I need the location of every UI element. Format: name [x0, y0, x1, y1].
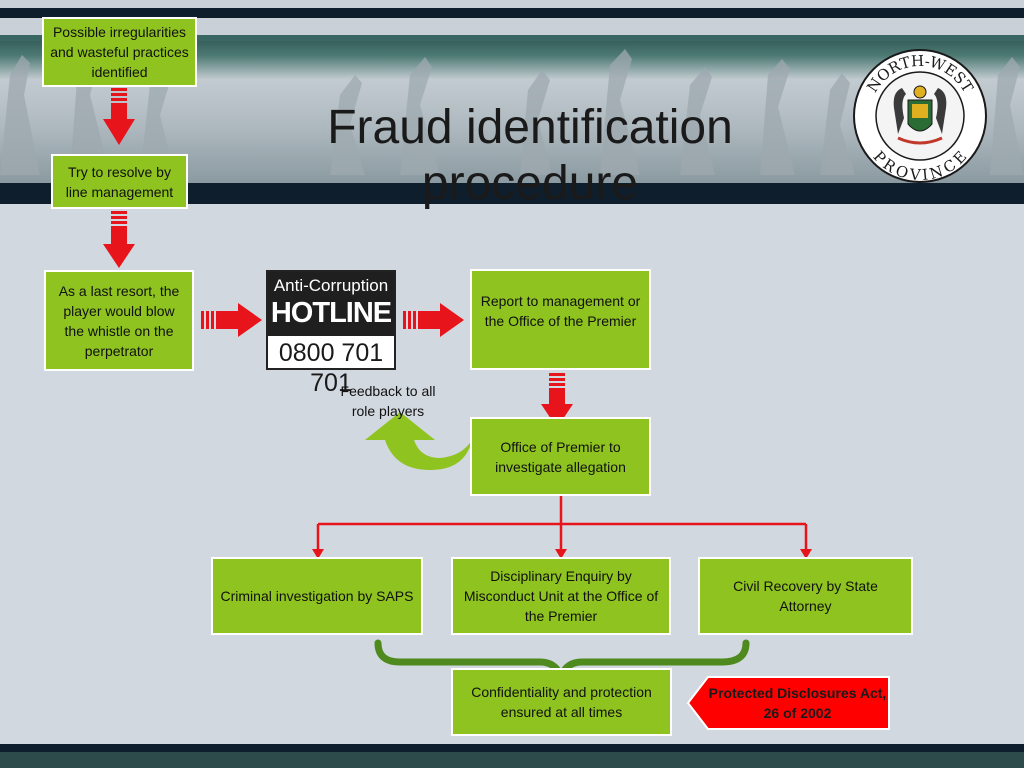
arrow-down-3: [541, 373, 573, 428]
hotline-number: 0800 701 701: [278, 339, 384, 397]
bottom-dark-line: [0, 744, 1024, 752]
step-confidentiality: Confidentiality and protection ensured a…: [451, 668, 672, 736]
step-line-management: Try to resolve by line management: [51, 154, 188, 209]
arrow-down-2: [103, 211, 135, 268]
hotline-header: Anti-Corruption HOTLINE: [268, 272, 394, 336]
giraffe-silhouettes: [0, 47, 1024, 175]
page-title: Fraud identification procedure: [327, 101, 733, 210]
arrow-right-1: [201, 303, 262, 337]
north-west-province-seal: NORTH-WEST PROVINCE: [853, 49, 987, 184]
step-investigate: Office of Premier to investigate allegat…: [470, 417, 651, 496]
step-civil: Civil Recovery by State Attorney: [698, 557, 913, 635]
bottom-band: [0, 752, 1024, 768]
feedback-label: Feedback to all role players: [340, 383, 436, 419]
step-disciplinary: Disciplinary Enquiry by Misconduct Unit …: [451, 557, 671, 635]
step-irregularities: Possible irregularities and wasteful pra…: [42, 17, 197, 87]
arrow-right-2: [403, 303, 464, 337]
hotline-line1: Anti-Corruption: [273, 276, 389, 295]
protected-disclosures-label: Protected Disclosures Act, 26 of 2002: [708, 685, 887, 721]
step-report: Report to management or the Office of th…: [470, 269, 651, 370]
header-stripe-top: [0, 35, 1024, 41]
hotline-line2: HOTLINE: [270, 297, 392, 329]
top-dark-line: [0, 8, 1024, 18]
hotline-logo: Anti-Corruption HOTLINE 0800 701 701: [266, 270, 396, 397]
feedback-arrow: [365, 412, 472, 470]
coat-of-arms-icon: [893, 85, 947, 145]
arrow-down-1: [103, 88, 135, 145]
step-whistle: As a last resort, the player would blow …: [44, 270, 194, 371]
protected-badge-shape: [686, 676, 890, 730]
branch-connector: [316, 496, 808, 552]
step-criminal: Criminal investigation by SAPS: [211, 557, 423, 635]
header-dark-band: [0, 183, 1024, 204]
